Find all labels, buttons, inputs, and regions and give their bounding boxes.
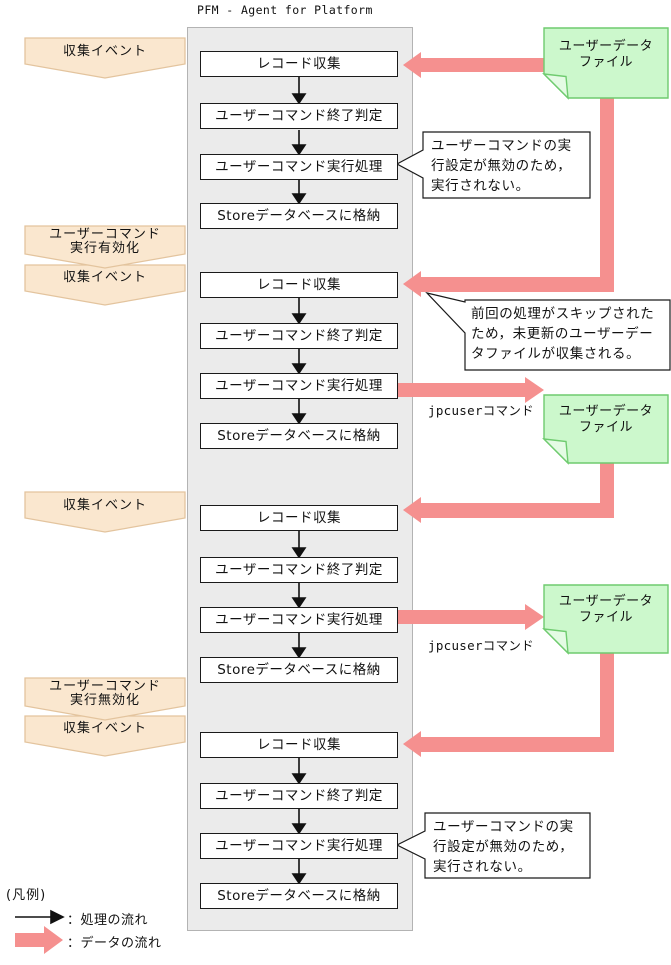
event-banner-shape: [24, 225, 186, 269]
process-flow-arrow: [291, 531, 307, 559]
g4-step-command-end-check: ユーザーコマンド終了判定: [200, 783, 398, 809]
process-flow-arrow: [291, 298, 307, 325]
user-data-file-shape: [543, 27, 669, 99]
event-banner-shape: [24, 264, 186, 306]
callout-previous-skipped: 前回の処理がスキップされた ため，未更新のユーザーデー タファイルが収集される。: [471, 306, 655, 362]
callout-bubble: [425, 291, 671, 371]
jpcuser-command-label: jpcuserコマンド: [428, 638, 534, 653]
event-banner-disable: ユーザーコマンド 実行無効化: [49, 679, 161, 708]
g4-step-store-database: Storeデータベースに格納: [200, 883, 398, 909]
event-banner-enable: ユーザーコマンド 実行有効化: [49, 227, 161, 256]
process-flow-arrow: [291, 349, 307, 375]
process-flow-arrow: [291, 583, 307, 609]
g4-step-record-collection: レコード収集: [200, 732, 398, 758]
event-banner-shape: [24, 491, 186, 533]
process-flow-arrow: [291, 809, 307, 835]
g4-step-command-execution: ユーザーコマンド実行処理: [200, 833, 398, 859]
g2-step-command-end-check: ユーザーコマンド終了判定: [200, 323, 398, 349]
event-banner-shape: [24, 677, 186, 721]
user-data-file-shape: [543, 394, 669, 464]
callout-execution-disabled: ユーザーコマンドの実 行設定が無効のため， 実行されない。: [433, 819, 574, 875]
file-fold-icon: [542, 628, 569, 655]
g3-step-store-database: Storeデータベースに格納: [200, 657, 398, 683]
callout-execution-disabled: ユーザーコマンドの実 行設定が無効のため， 実行されない。: [431, 138, 572, 194]
g1-step-command-execution: ユーザーコマンド実行処理: [200, 154, 398, 180]
g3-step-command-execution: ユーザーコマンド実行処理: [200, 607, 398, 633]
data-flow-arrow: [398, 604, 544, 630]
legend-heading: (凡例): [6, 888, 47, 903]
g2-step-store-database: Storeデータベースに格納: [200, 423, 398, 449]
legend-data-flow-label: ：データの流れ: [67, 936, 162, 951]
legend-process-flow-label: ：処理の流れ: [67, 913, 149, 928]
file-fold-icon: [542, 438, 569, 465]
g1-step-store-database: Storeデータベースに格納: [200, 203, 398, 229]
user-data-file-label: ユーザーデータ ファイル: [558, 404, 654, 435]
g1-step-command-end-check: ユーザーコマンド終了判定: [200, 103, 398, 129]
g2-step-record-collection: レコード収集: [200, 272, 398, 298]
event-banner-shape: [24, 715, 186, 757]
event-banner-collection: 収集イベント: [62, 270, 147, 285]
process-flow-arrow: [291, 633, 307, 659]
user-data-file-label: ユーザーデータ ファイル: [558, 594, 654, 625]
g3-step-command-end-check: ユーザーコマンド終了判定: [200, 557, 398, 583]
legend-process-arrow-icon: [15, 909, 65, 925]
process-flow-arrow: [291, 399, 307, 425]
g1-step-record-collection: レコード収集: [200, 51, 398, 77]
event-banner-collection: 収集イベント: [62, 721, 147, 736]
data-flow-arrow: [403, 653, 614, 757]
jpcuser-command-label: jpcuserコマンド: [428, 403, 534, 418]
g3-step-record-collection: レコード収集: [200, 505, 398, 531]
process-flow-arrow: [291, 859, 307, 885]
process-flow-arrow: [291, 77, 307, 105]
event-banner-shape: [24, 37, 186, 79]
event-banner-collection: 収集イベント: [62, 44, 147, 59]
process-flow-arrow: [291, 180, 307, 205]
callout-bubble: [395, 812, 591, 879]
user-data-file-label: ユーザーデータ ファイル: [558, 39, 654, 70]
process-flow-arrow: [291, 758, 307, 785]
data-flow-arrow: [398, 377, 544, 403]
data-flow-arrow: [403, 52, 544, 78]
data-flow-arrow: [403, 98, 614, 297]
legend-data-arrow-icon: [15, 926, 63, 954]
event-banner-collection: 収集イベント: [62, 498, 147, 513]
callout-bubble: [395, 131, 591, 199]
user-data-file-shape: [543, 584, 669, 654]
process-flow-arrow: [291, 130, 307, 156]
g2-step-command-execution: ユーザーコマンド実行処理: [200, 373, 398, 399]
diagram-title: PFM - Agent for Platform: [197, 3, 373, 17]
data-flow-arrow: [403, 463, 614, 523]
file-fold-icon: [542, 73, 569, 100]
